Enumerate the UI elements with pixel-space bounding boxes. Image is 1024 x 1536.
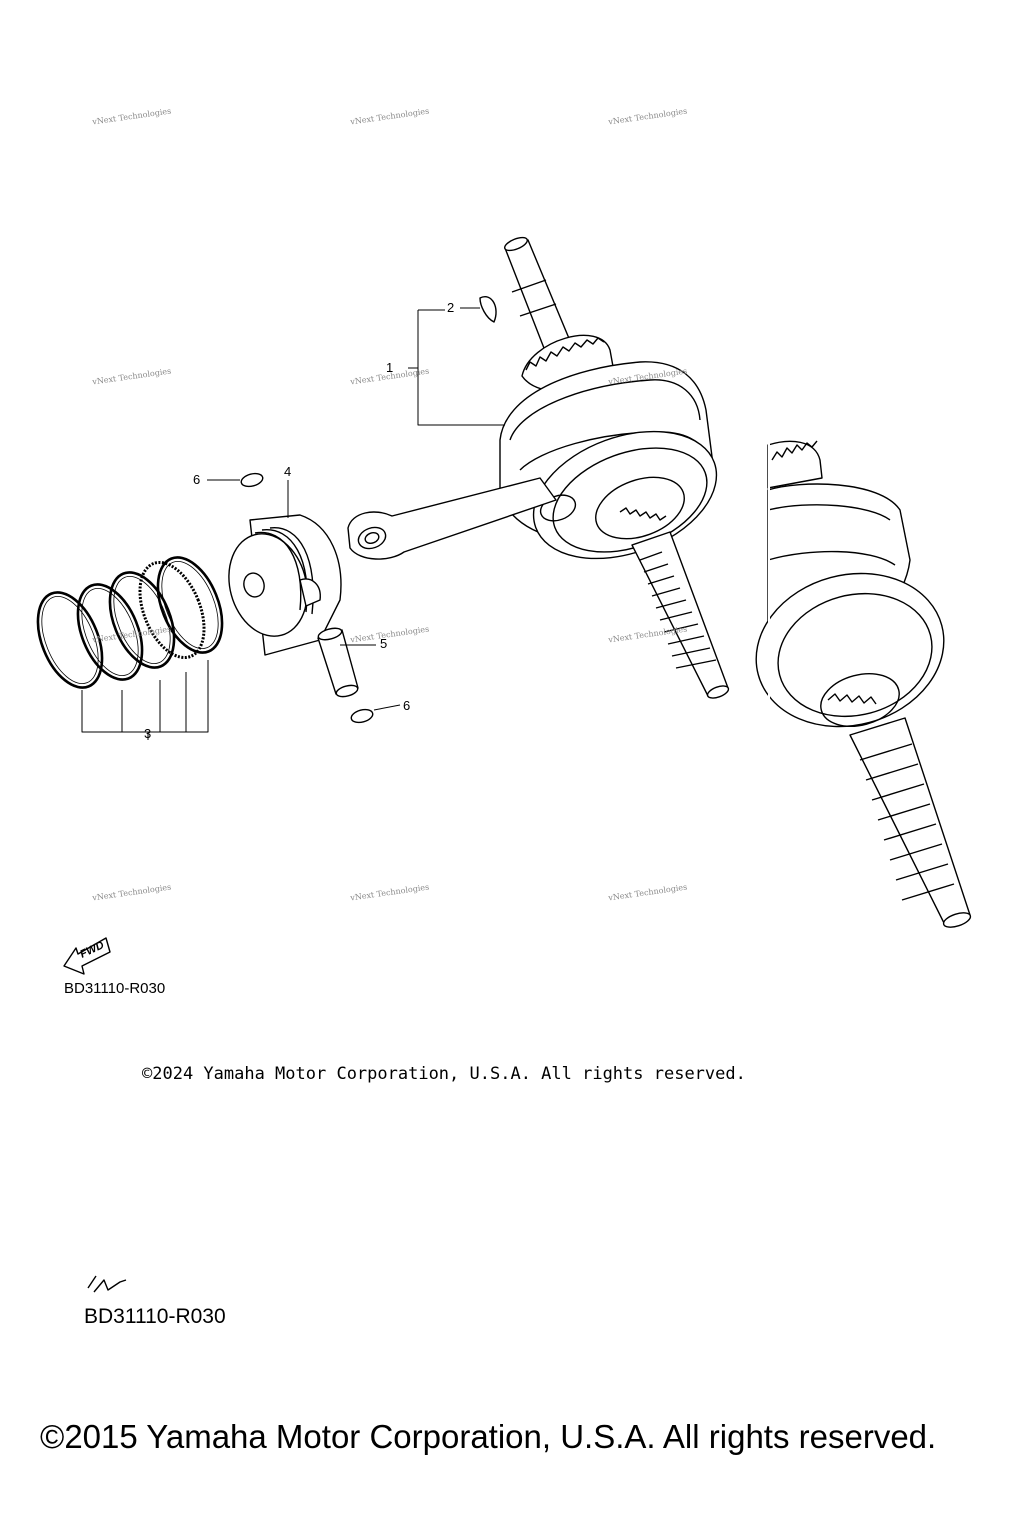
copyright-notice: ©2024 Yamaha Motor Corporation, U.S.A. A… <box>142 1064 746 1084</box>
callout-2: 2 <box>447 300 455 315</box>
callout-4: 4 <box>284 464 292 479</box>
leader-lines <box>81 307 505 740</box>
callout-6-lower: 6 <box>403 698 411 713</box>
crankshaft-assembly <box>347 236 730 699</box>
callout-6-upper: 6 <box>193 472 201 487</box>
crankshaft-detail-view <box>755 430 972 950</box>
piston <box>228 514 342 656</box>
copyright-notice-large: ©2015 Yamaha Motor Corporation, U.S.A. A… <box>40 1418 937 1455</box>
forward-direction-arrow <box>63 937 111 975</box>
callout-1: 1 <box>386 360 394 375</box>
callout-3: 3 <box>144 726 152 741</box>
circlip-lower <box>350 708 374 724</box>
woodruff-key <box>479 296 497 323</box>
circlip-upper <box>240 472 264 488</box>
callout-5: 5 <box>380 636 388 651</box>
diagram-code: BD31110-R030 <box>64 980 166 997</box>
diagram-code-large: BD31110-R030 <box>84 1305 226 1328</box>
piston-pin <box>317 627 359 698</box>
forward-arrow-clipped <box>87 1275 127 1293</box>
piston-ring-set <box>36 556 224 689</box>
